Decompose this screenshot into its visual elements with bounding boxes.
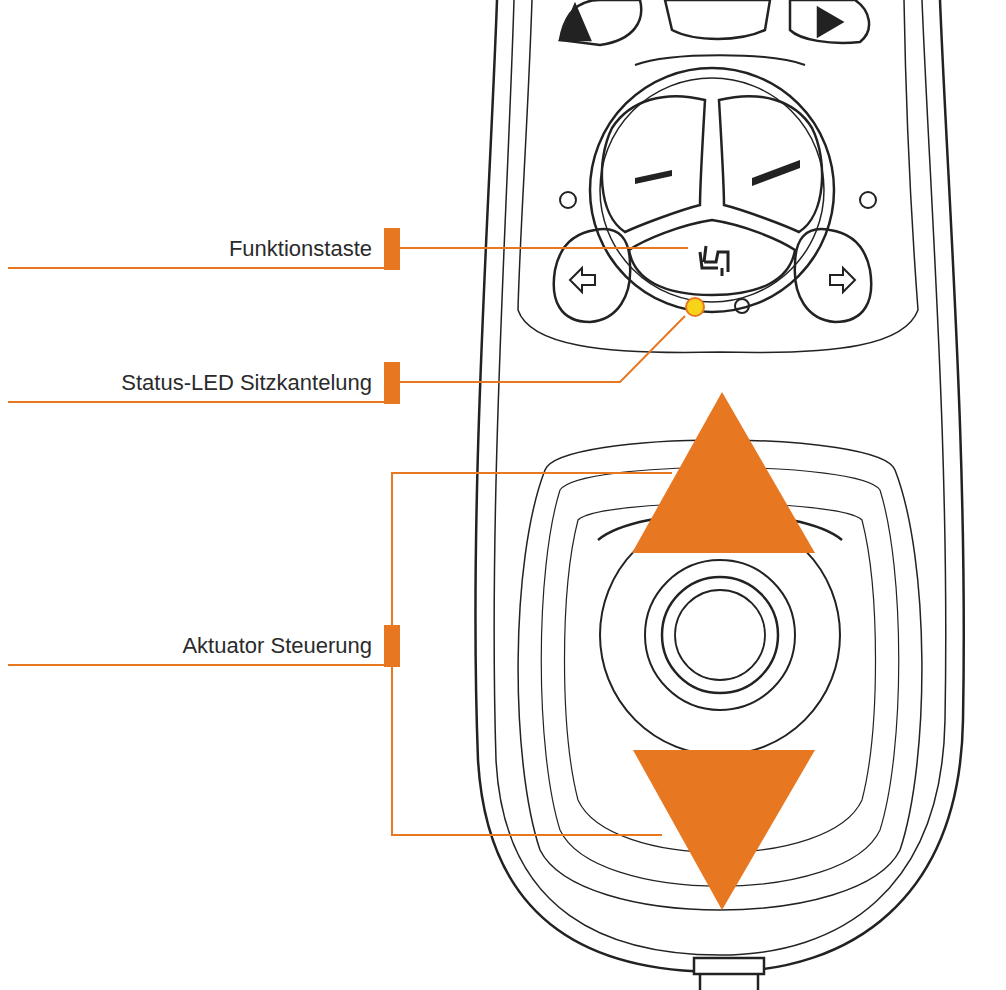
actuator-arrows (632, 392, 815, 910)
buttons (554, 0, 876, 322)
leader-lines (8, 248, 688, 835)
part-label: Funktionstaste (229, 236, 372, 262)
part-label: Aktuator Steuerung (182, 633, 372, 659)
label-tags (384, 228, 400, 667)
status-led (686, 298, 704, 316)
controller-body (475, 0, 963, 972)
part-label: Status-LED Sitzkantelung (121, 370, 372, 396)
cable (694, 958, 764, 990)
